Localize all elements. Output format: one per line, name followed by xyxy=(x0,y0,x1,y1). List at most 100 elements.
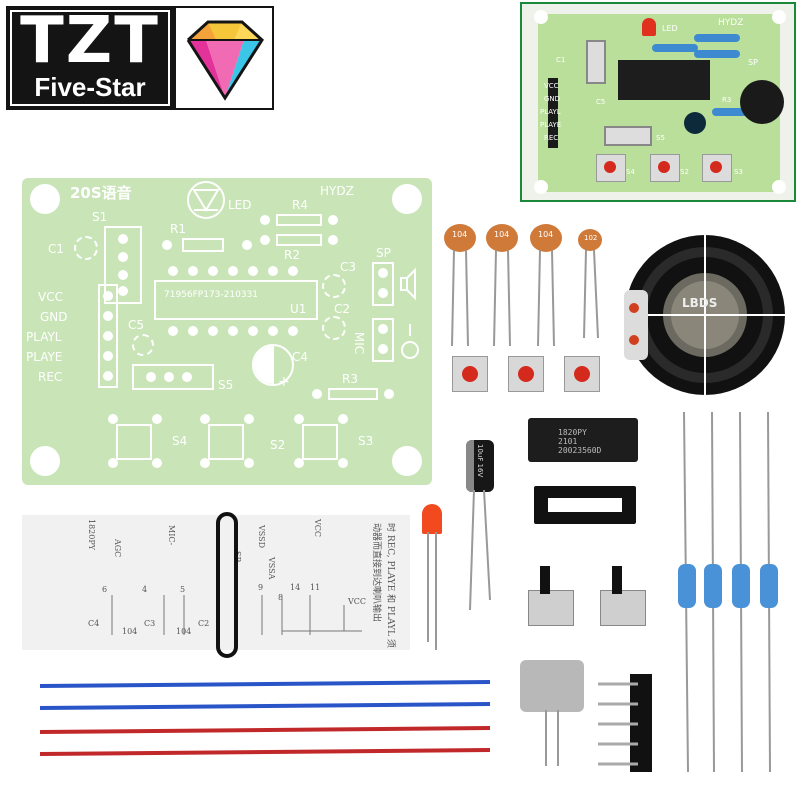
r2-footprint xyxy=(276,234,322,246)
slide-switch xyxy=(600,590,646,626)
cap-rating: 10uF 16V xyxy=(476,444,484,478)
paper-vertical-label: VSSD xyxy=(257,525,266,549)
label-r4: R4 xyxy=(292,198,308,212)
cap-code: 104 xyxy=(452,230,468,239)
label-c2: C2 xyxy=(334,302,351,316)
inset-resistor xyxy=(694,50,740,58)
rubber-band xyxy=(216,512,238,658)
led-symbol-icon xyxy=(187,181,225,219)
cap-code: 104 xyxy=(538,230,554,239)
assembled-board-inset: LED HYDZ SP VCC GND PLAYL PLAYE REC S4 S… xyxy=(520,2,796,202)
cap-code: 102 xyxy=(584,234,598,242)
slide-switch xyxy=(528,590,574,626)
tactile-button xyxy=(508,356,544,392)
ceramic-capacitors xyxy=(444,224,602,347)
cap-code: 104 xyxy=(494,230,510,239)
label-r3: R3 xyxy=(342,372,358,386)
microphone-symbol-icon xyxy=(401,324,419,359)
pin-number: 11 xyxy=(310,583,321,592)
inset-label: PLAYE xyxy=(540,121,562,129)
pin-label: GND xyxy=(40,310,68,324)
inset-label: GND xyxy=(544,95,561,103)
r3-footprint xyxy=(328,388,378,400)
label-s3: S3 xyxy=(358,434,374,448)
ceramic-cap xyxy=(530,224,562,347)
inset-label: PLAYL xyxy=(540,108,561,116)
pcb-led-label: LED xyxy=(228,198,252,212)
logo-brand-top: TZT xyxy=(20,4,160,78)
label-s1: S1 xyxy=(92,210,108,224)
logo-frame xyxy=(10,10,170,106)
inset-label: REC xyxy=(544,134,559,142)
jumper-wires xyxy=(39,680,491,756)
r4-footprint xyxy=(276,214,322,226)
bare-pcb: 20S语音 LED HYDZ S1 C1 R1 R4 R2 71956FP173… xyxy=(22,178,432,485)
diamond-gem-icon xyxy=(186,20,264,101)
label-sp: SP xyxy=(376,246,391,260)
pin-label: REC xyxy=(38,370,63,384)
cap-label: C3 xyxy=(144,619,156,628)
mounting-hole xyxy=(30,446,60,476)
u1-footprint xyxy=(154,280,318,320)
resistor xyxy=(760,412,778,772)
electrolytic-capacitor: 10uF 16V xyxy=(466,440,494,492)
vcc-label: VCC xyxy=(348,597,367,606)
inset-label: S3 xyxy=(734,168,743,176)
blue-wire xyxy=(39,702,491,710)
ic-line: 2101 xyxy=(558,437,578,446)
mounting-hole xyxy=(392,184,422,214)
r1-footprint xyxy=(182,238,224,252)
inset-label: VCC xyxy=(544,82,559,90)
resistors xyxy=(678,412,778,772)
inset-label: C5 xyxy=(596,98,606,106)
ic-chip: 1820PY 2101 20023560D xyxy=(528,418,638,462)
paper-vertical-label: 1820PY xyxy=(87,519,96,551)
c2-footprint xyxy=(322,316,346,340)
resistor xyxy=(704,412,722,772)
slide-switch-knob xyxy=(540,566,550,594)
label-r2: R2 xyxy=(284,248,300,262)
schematic-lines xyxy=(111,595,362,635)
tactile-button xyxy=(564,356,600,392)
sp-footprint xyxy=(372,262,394,306)
pin-label: PLAYL xyxy=(26,330,62,344)
pin-header-footprint xyxy=(98,284,118,388)
pin-number: 5 xyxy=(180,585,186,594)
microphone-leads xyxy=(545,710,559,766)
logo-brand-bottom: Five-Star xyxy=(34,72,146,102)
label-s4: S4 xyxy=(172,434,188,448)
s3-footprint xyxy=(302,424,338,460)
inset-slide-switch xyxy=(586,40,606,84)
red-wire xyxy=(39,726,491,734)
speaker xyxy=(624,235,785,395)
speaker-symbol-icon xyxy=(400,267,416,301)
cap-label: 104 xyxy=(122,627,138,636)
electret-microphone xyxy=(520,660,584,712)
ceramic-cap xyxy=(444,224,476,347)
paper-vertical-label: VCC xyxy=(313,519,322,538)
red-wire xyxy=(39,748,491,756)
inset-electrolytic-cap xyxy=(684,112,706,134)
led-leads xyxy=(427,532,437,650)
label-c4: C4 xyxy=(292,350,309,364)
tactile-button xyxy=(452,356,488,392)
pin-label: PLAYE xyxy=(26,350,63,364)
ic-line: 1820PY xyxy=(558,428,587,437)
pcb-maker: HYDZ xyxy=(320,184,354,198)
inset-pin-header xyxy=(548,78,558,148)
pin-number: 4 xyxy=(142,585,148,594)
slide-switch-knob xyxy=(612,566,622,594)
ceramic-cap xyxy=(578,229,602,339)
label-c5: C5 xyxy=(128,318,145,332)
ic-line: 20023560D xyxy=(558,446,602,455)
resistor xyxy=(732,412,750,772)
label-s5: S5 xyxy=(218,378,234,392)
inset-label: R3 xyxy=(722,96,732,104)
mounting-hole xyxy=(392,446,422,476)
header-pins xyxy=(598,682,638,766)
c3-footprint xyxy=(322,274,346,298)
inset-slide-switch-2 xyxy=(604,126,652,146)
s4-footprint xyxy=(116,424,152,460)
inset-resistor xyxy=(712,108,752,116)
paper-cn-text: 时 REC, PLAYE 和 PLAYL 须 xyxy=(385,523,395,648)
